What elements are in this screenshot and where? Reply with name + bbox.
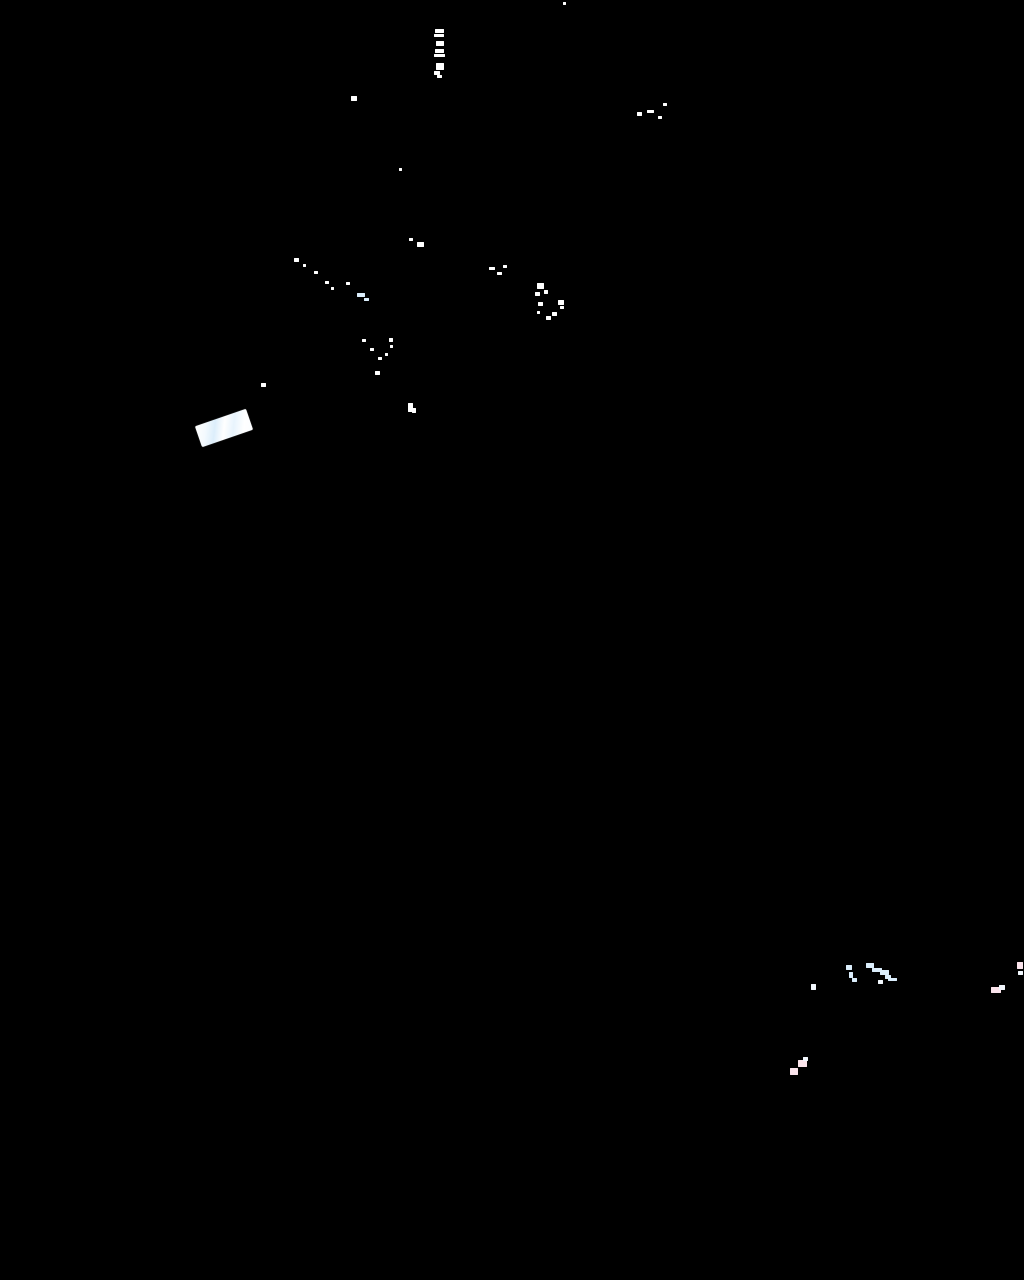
fragment-speck bbox=[546, 316, 551, 320]
fragment-speck bbox=[866, 963, 874, 968]
fragment-speck bbox=[409, 238, 413, 241]
fragment-speck bbox=[885, 975, 891, 979]
fragment-speck bbox=[351, 96, 357, 101]
fragment-speck bbox=[558, 300, 564, 305]
fragment-speck bbox=[790, 1068, 798, 1075]
fragment-speck bbox=[325, 281, 329, 284]
fragment-speck bbox=[537, 311, 540, 314]
fragment-speck bbox=[364, 298, 369, 301]
label-plate-text bbox=[195, 409, 246, 427]
fragment-speck bbox=[362, 339, 366, 342]
fragment-speck bbox=[497, 272, 502, 275]
fragment-speck bbox=[537, 283, 544, 289]
fragment-speck bbox=[798, 1060, 807, 1067]
fragment-speck bbox=[1018, 971, 1023, 975]
fragment-speck bbox=[658, 116, 662, 119]
fragment-speck bbox=[417, 242, 424, 247]
fragment-speck bbox=[803, 1057, 808, 1061]
glyph-blob bbox=[434, 54, 445, 57]
fragment-speck bbox=[563, 2, 566, 5]
fragment-speck bbox=[261, 383, 266, 387]
fragment-speck bbox=[1017, 962, 1023, 969]
fragment-speck bbox=[314, 271, 318, 274]
fragment-speck bbox=[408, 403, 413, 412]
fragment-speck bbox=[370, 348, 374, 351]
fragment-speck bbox=[378, 357, 382, 360]
glyph-blob bbox=[436, 41, 444, 46]
glyph-blob bbox=[435, 49, 444, 53]
fragment-speck bbox=[846, 965, 852, 970]
fragment-speck bbox=[294, 258, 299, 262]
fragment-speck bbox=[535, 292, 540, 296]
fragment-speck bbox=[331, 287, 334, 290]
fragment-speck bbox=[303, 264, 306, 267]
fragment-speck bbox=[389, 338, 393, 342]
fragment-speck bbox=[385, 353, 388, 356]
fragment-speck bbox=[560, 306, 564, 309]
fragment-speck bbox=[538, 302, 543, 306]
fragment-speck bbox=[357, 293, 365, 297]
glyph-blob bbox=[437, 75, 442, 78]
glyph-blob bbox=[435, 29, 444, 33]
fragment-speck bbox=[811, 984, 816, 990]
fragment-speck bbox=[852, 978, 857, 982]
glyph-blob bbox=[434, 34, 444, 37]
fragment-speck bbox=[849, 972, 853, 978]
fragment-speck bbox=[375, 371, 380, 375]
fragment-speck bbox=[544, 290, 548, 294]
fragment-speck bbox=[663, 103, 667, 106]
fragment-speck bbox=[390, 345, 393, 348]
fragment-speck bbox=[552, 312, 557, 316]
fragment-speck bbox=[346, 282, 350, 285]
glyph-blob bbox=[436, 63, 444, 70]
fragment-speck bbox=[999, 985, 1005, 990]
glyph-blob bbox=[434, 71, 440, 75]
fragment-speck bbox=[647, 110, 654, 113]
fragment-speck bbox=[637, 112, 642, 116]
rotated-label-plate bbox=[194, 408, 254, 448]
fragment-speck bbox=[880, 970, 889, 975]
fragment-speck bbox=[412, 408, 416, 413]
fragment-speck bbox=[489, 267, 495, 270]
fragment-speck bbox=[878, 980, 883, 984]
fragment-speck bbox=[399, 168, 402, 171]
fragment-speck bbox=[888, 978, 897, 981]
fragment-speck bbox=[503, 265, 507, 268]
fragment-speck bbox=[872, 968, 882, 972]
fragment-speck bbox=[991, 987, 1001, 993]
